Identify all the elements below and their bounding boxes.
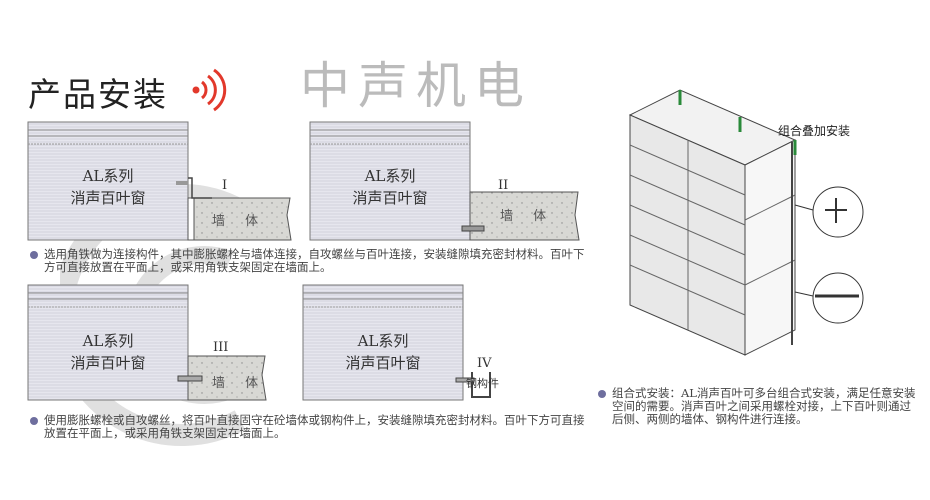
panel-4-label: AL系列消声百叶窗 — [345, 332, 421, 372]
panel-1-label: AL系列消声百叶窗 — [70, 167, 146, 207]
panel-4-drawing — [302, 284, 491, 401]
note-bottom: 使用膨胀螺栓或自攻螺丝，将百叶直接固守在砼墙体或钢构件上，安装缝隙填充密封材料。… — [30, 414, 589, 440]
note-right: 组合式安装：AL消声百叶可多台组合式安装，满足任意安装空间的需要。消声百叶之间采… — [598, 387, 922, 426]
combo-install-drawing — [628, 89, 864, 356]
panel-4-steel: 钢构件 — [466, 377, 499, 390]
panel-1-roman: I — [222, 178, 228, 193]
panel-2-wall: 墙 体 — [500, 209, 555, 224]
panel-1-wall: 墙 体 — [212, 214, 267, 229]
panel-4-roman: IV — [477, 356, 492, 371]
combo-label: 组合叠加安装 — [778, 124, 851, 138]
panel-2-roman: II — [498, 178, 509, 193]
panel-3-wall: 墙 体 — [212, 376, 267, 391]
installation-drawings — [27, 121, 580, 401]
panel-2-label: AL系列消声百叶窗 — [352, 167, 428, 207]
watermark: 中声机电 — [300, 57, 532, 115]
sound-wave-icon — [192, 68, 227, 112]
note-top: 选用角铁做为连接构件，其中膨胀螺栓与墙体连接，自攻螺丝与百叶连接，安装缝隙填充密… — [30, 248, 589, 274]
panel-3-label: AL系列消声百叶窗 — [70, 332, 146, 372]
panel-3-roman: III — [213, 340, 229, 355]
panel-1-drawing — [27, 121, 292, 241]
panel-2-drawing — [309, 121, 580, 241]
panel-3-drawing — [27, 284, 267, 401]
page-title: 产品安装 — [28, 75, 168, 114]
